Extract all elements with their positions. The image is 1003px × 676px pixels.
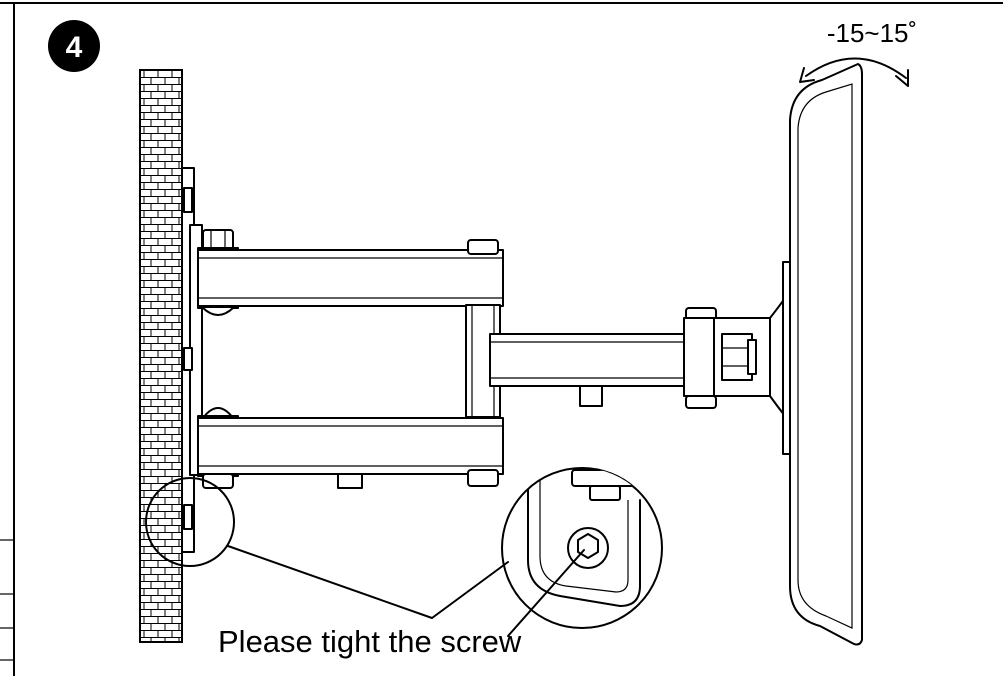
- step-badge: 4: [48, 20, 100, 72]
- lower-arm: [197, 407, 504, 489]
- step-number: 4: [66, 31, 83, 64]
- rotation-arrow-icon: [799, 57, 909, 87]
- callout-text: Please tight the screw: [218, 624, 522, 659]
- leader-lines: [227, 545, 585, 637]
- extension-arm: [489, 333, 691, 407]
- tv-panel: [789, 63, 863, 646]
- callout-circle-screw: [145, 477, 235, 567]
- tilt-head: [683, 261, 797, 455]
- upper-arm: [197, 229, 504, 316]
- wall-plate: [181, 167, 203, 553]
- zoom-detail: [501, 467, 663, 629]
- rotation-angle-label: -15~15˚: [827, 18, 917, 48]
